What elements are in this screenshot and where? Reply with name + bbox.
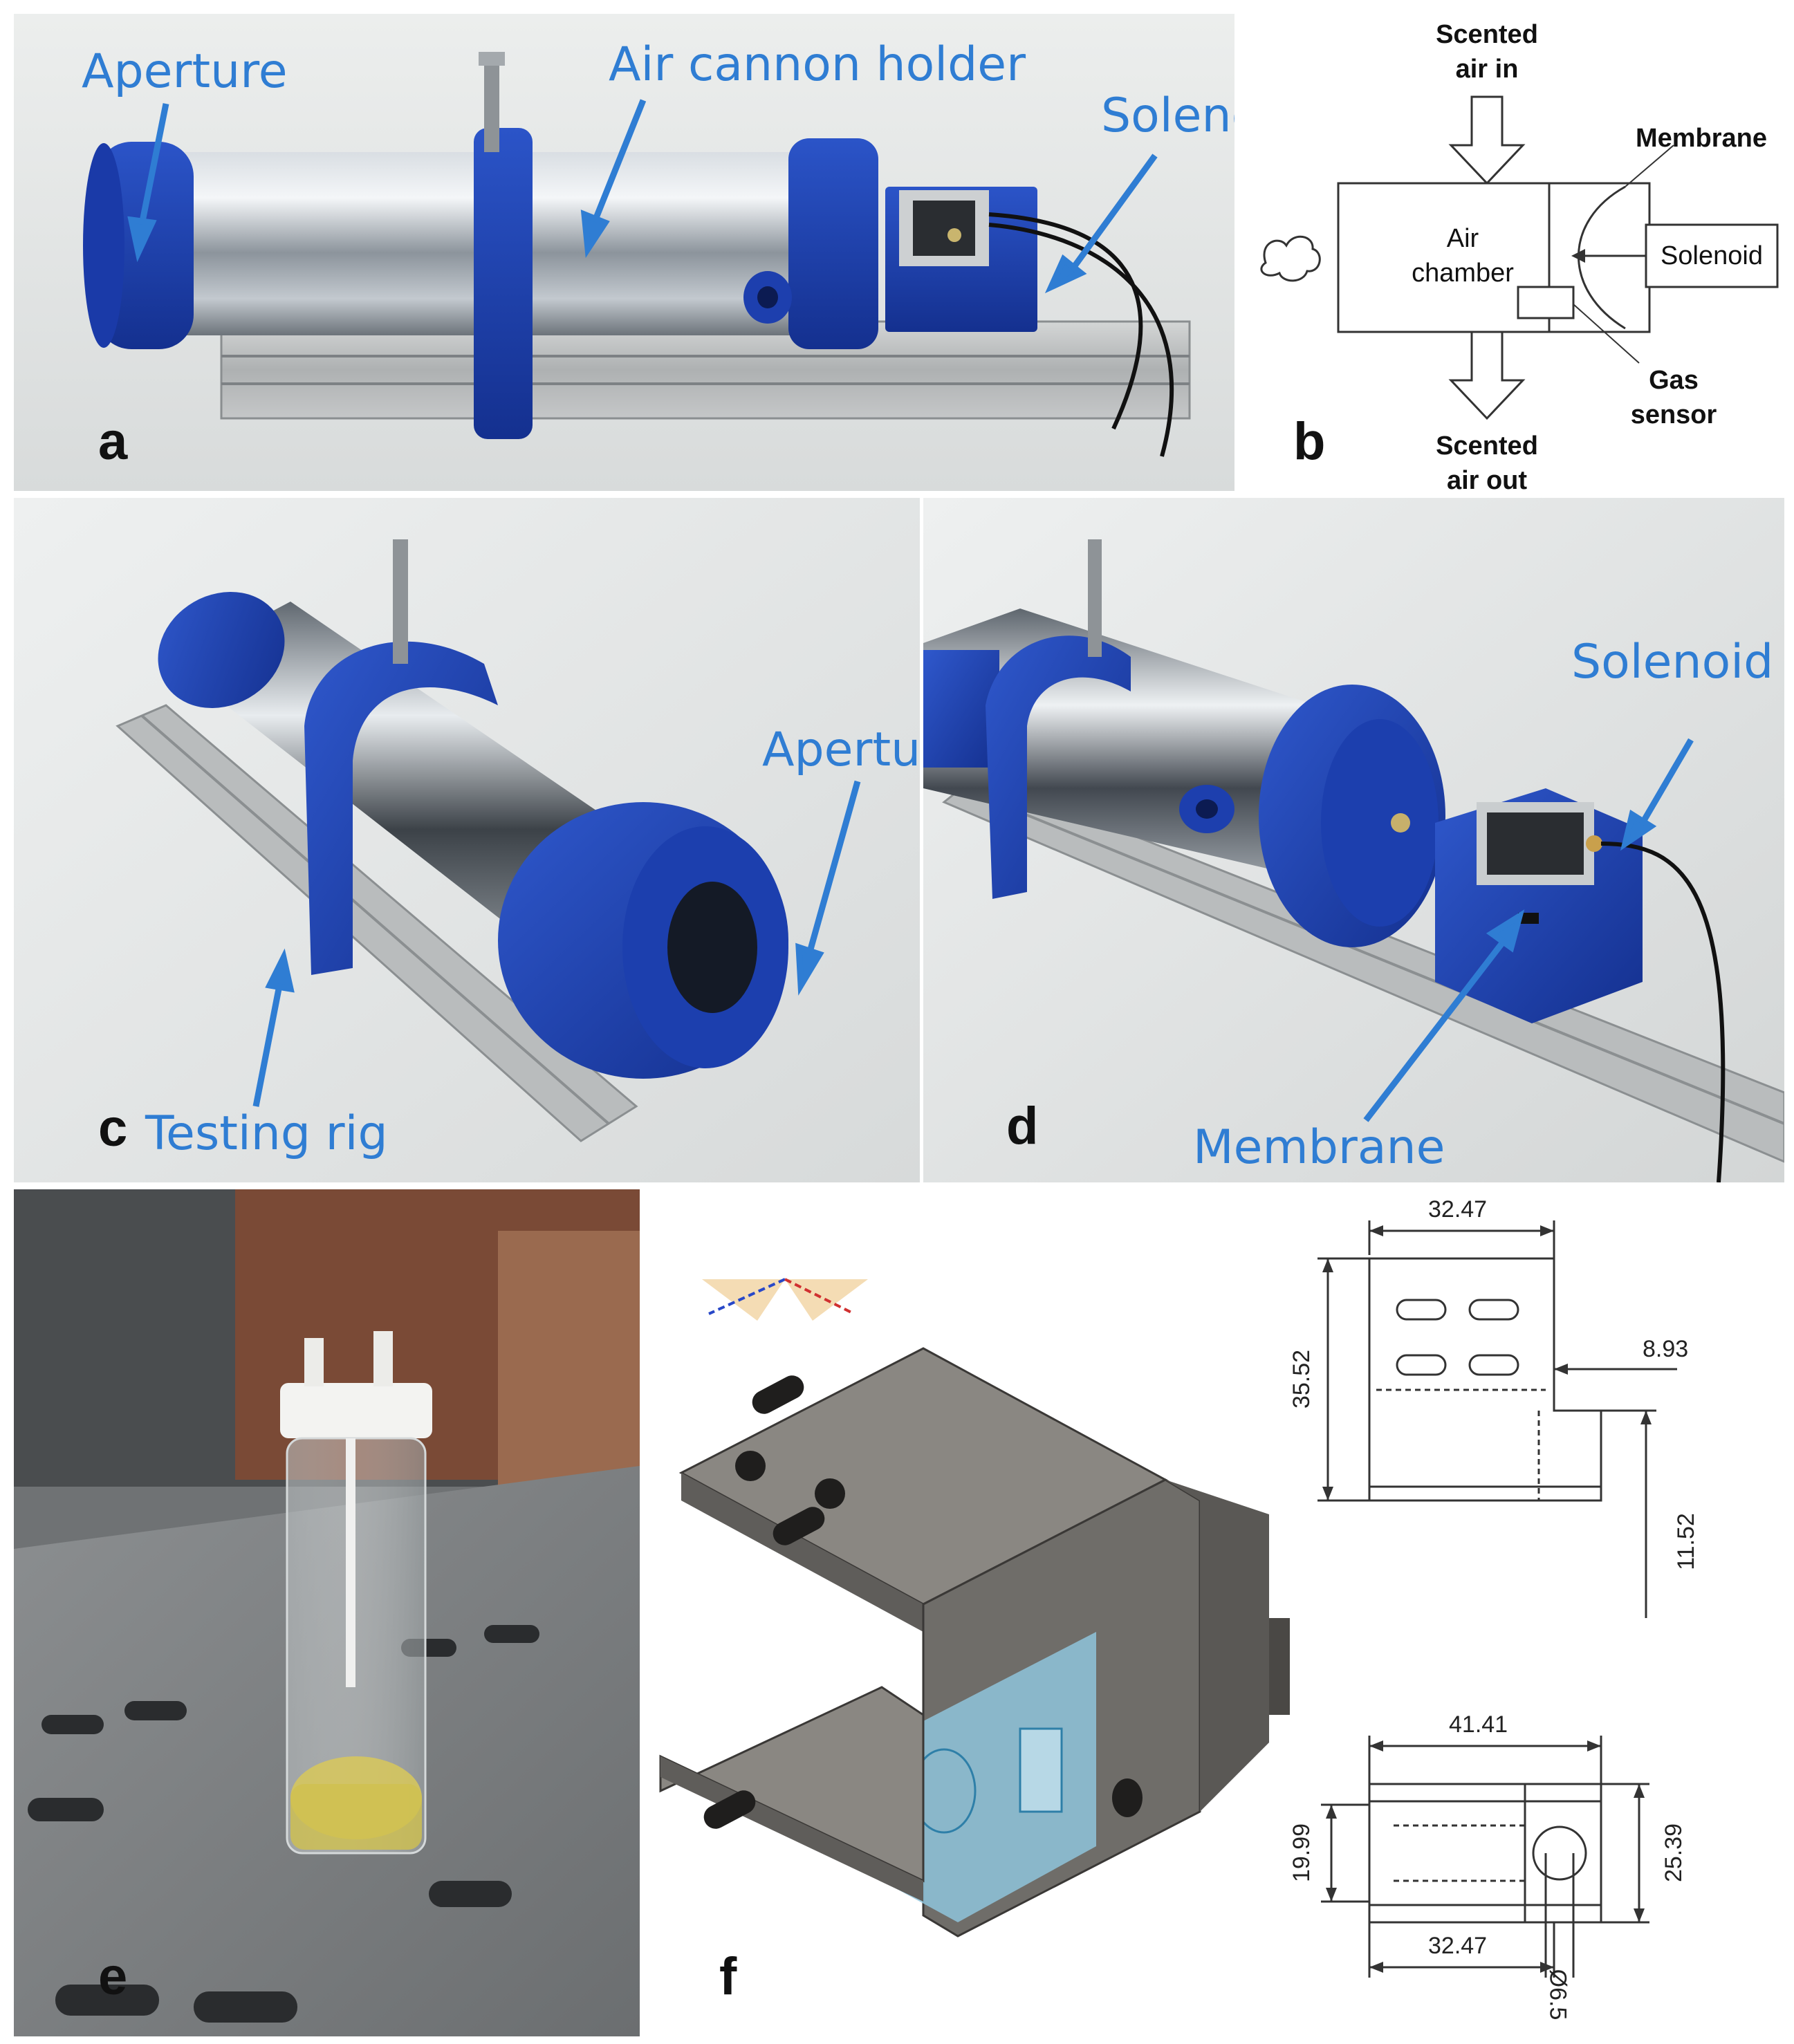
testing-rig-label: Testing rig	[145, 1106, 388, 1161]
panel-a-photo: Aperture Air cannon holder Solenoid a	[14, 14, 1234, 491]
scented-air-in-label: Scented air in	[1436, 20, 1538, 84]
solenoid-label: Solenoid	[1101, 89, 1234, 143]
gas-sensor-label: Gas sensor	[1630, 366, 1717, 429]
panel-c-photo: Aperture Testing rig c	[14, 498, 920, 1182]
dim-top-width: 32.47	[1428, 1196, 1488, 1223]
panel-letter-c: c	[98, 1099, 128, 1158]
aperture-label-c: Aperture	[762, 723, 920, 777]
testing-rig-photo	[14, 498, 920, 1182]
membrane-label-d: Membrane	[1193, 1120, 1445, 1175]
panel-letter-f: f	[719, 1947, 737, 2006]
membrane-label: Membrane	[1635, 124, 1768, 153]
scented-air-out-label: Scented air out	[1436, 431, 1538, 491]
aperture-label: Aperture	[82, 44, 288, 99]
dim-height: 35.52	[1288, 1349, 1315, 1409]
solenoid-label-d: Solenoid	[1571, 635, 1774, 689]
solenoid-box-label: Solenoid	[1661, 241, 1763, 270]
dim-bottom-length: 41.41	[1449, 1711, 1508, 1738]
dim-hole-diameter: Ø6.5	[1544, 1969, 1571, 2020]
solenoid-holder-cad-model	[647, 1189, 1788, 2036]
panel-e-photo: e	[14, 1189, 640, 2036]
dim-offset: 8.93	[1643, 1336, 1689, 1362]
panel-f-cad: 32.47 35.52 8.93 11.52 41.41 19.99 25.39…	[647, 1189, 1788, 2036]
air-cannon-holder-label: Air cannon holder	[609, 37, 1026, 92]
dim-outer-width: 25.39	[1661, 1823, 1687, 1883]
panel-letter-e: e	[98, 1947, 128, 2006]
panel-b-schematic: Scented air in Membrane Air chamber Sole…	[1238, 14, 1784, 491]
air-chamber-label: Air chamber	[1412, 224, 1514, 288]
dim-inner-width: 19.99	[1288, 1823, 1315, 1883]
panel-letter-a: a	[98, 412, 128, 471]
dim-bottom-width: 32.47	[1428, 1933, 1488, 1959]
air-cannon-side-photo	[14, 14, 1234, 491]
scent-vial-photo	[14, 1189, 640, 2036]
solenoid-membrane-photo	[923, 498, 1784, 1182]
panel-d-photo: Solenoid Membrane d	[923, 498, 1784, 1182]
air-chamber-schematic	[1238, 14, 1784, 491]
panel-letter-d: d	[1006, 1097, 1039, 1155]
dim-step: 11.52	[1672, 1513, 1699, 1570]
panel-letter-b: b	[1293, 412, 1326, 471]
